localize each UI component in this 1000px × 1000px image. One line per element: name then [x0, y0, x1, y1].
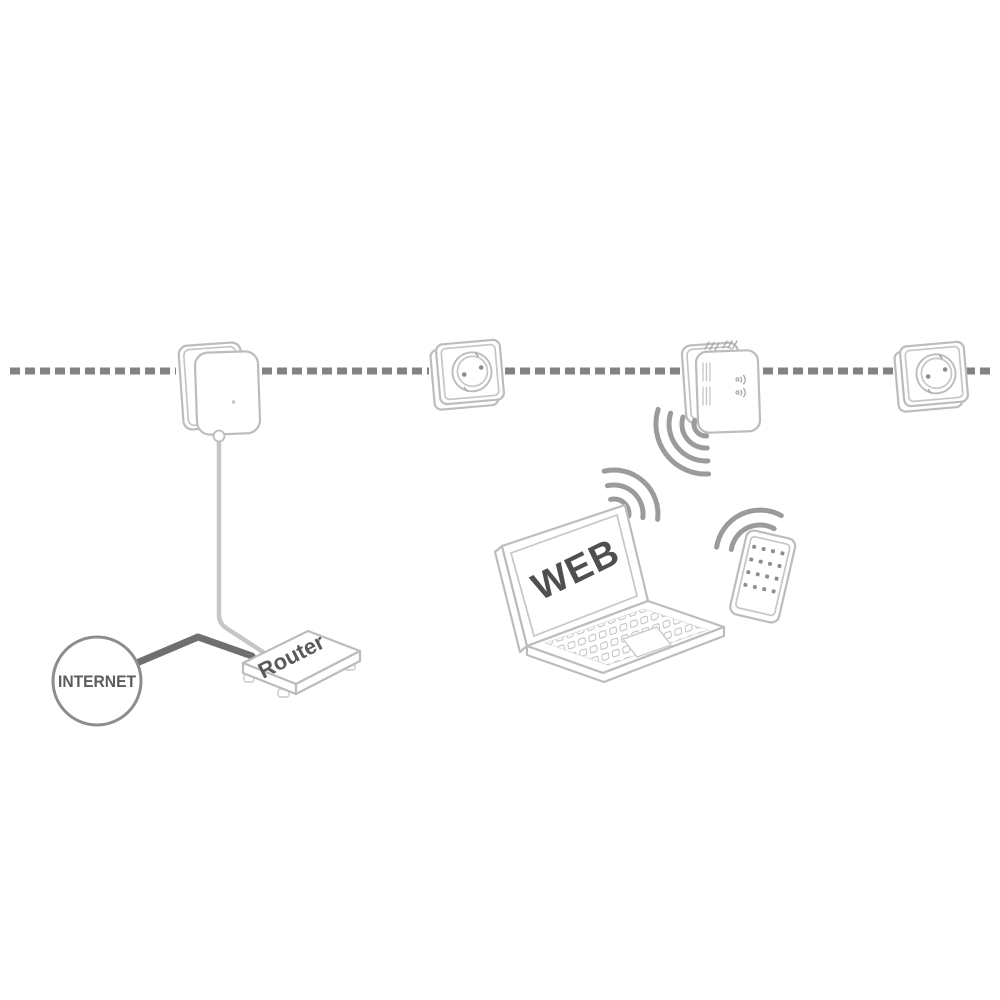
tablet — [729, 529, 797, 624]
tablet-app-grid-icon — [743, 544, 785, 594]
internet-label: INTERNET — [58, 672, 137, 691]
internet-node: INTERNET — [51, 635, 143, 727]
laptop: WEB — [493, 503, 726, 684]
extender-top-vents-icon — [704, 340, 738, 351]
ethernet-cable — [216, 438, 266, 655]
wall-socket-right — [892, 340, 971, 414]
powerline-adapter — [177, 341, 262, 443]
extender-side-vents-icon — [702, 362, 711, 406]
wifi-extender — [680, 340, 762, 434]
router: Router — [241, 629, 362, 698]
internet-link-line — [135, 633, 256, 666]
extender-indicator-icons — [735, 374, 746, 398]
laptop-keyboard — [544, 608, 709, 666]
adapter-led-icon — [231, 400, 236, 404]
adapter-cable-plug — [212, 429, 226, 443]
wall-socket-middle — [428, 338, 507, 412]
laptop-touchpad — [622, 626, 672, 658]
